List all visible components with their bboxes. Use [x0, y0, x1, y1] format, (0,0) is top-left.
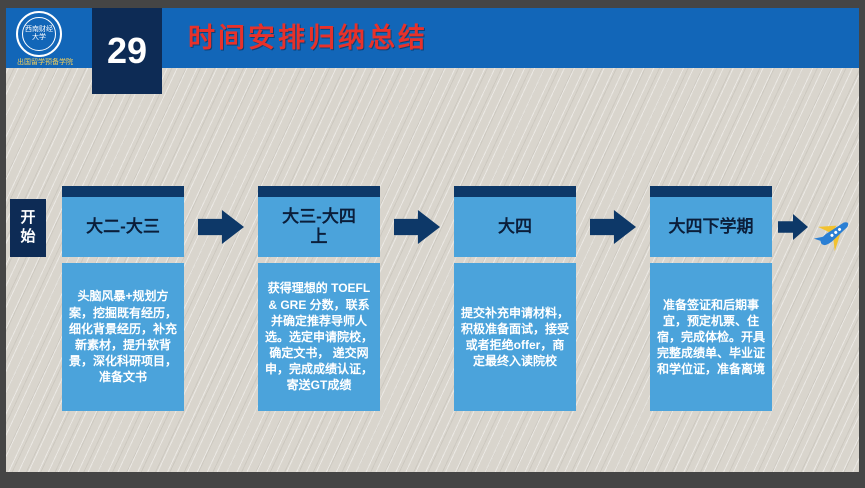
logo-subtitle: 出国留学预备学院 — [17, 59, 73, 66]
university-logo-emblem: 西南财经大学 — [22, 17, 56, 51]
slide: 西南财经大学 出国留学预备学院 时间安排归纳总结 29 开始 大二-大三 头脑风… — [6, 8, 859, 472]
stage-top-bar — [258, 186, 380, 197]
stage-3: 大四 提交补充申请材料，积极准备面试，接受或者拒绝offer，商定最终入读院校 — [454, 186, 576, 411]
stage-2: 大三-大四上 获得理想的 TOEFL & GRE 分数，联系并确定推荐导师人选。… — [258, 186, 380, 411]
airplane-icon — [812, 210, 858, 261]
stage-body: 头脑风暴+规划方案，挖掘既有经历，细化背景经历，补充新素材，提升软背景，深化科研… — [62, 263, 184, 411]
university-name: 西南财经大学 — [25, 25, 53, 41]
flow-start: 开始 — [10, 199, 46, 257]
stage-title: 大四 — [454, 197, 576, 257]
stage-title: 大二-大三 — [62, 197, 184, 257]
flow-arrow — [394, 210, 440, 244]
flow-arrow — [590, 210, 636, 244]
timeline-flowchart: 开始 大二-大三 头脑风暴+规划方案，挖掘既有经历，细化背景经历，补充新素材，提… — [6, 186, 859, 411]
stage-top-bar — [62, 186, 184, 197]
stage-1: 大二-大三 头脑风暴+规划方案，挖掘既有经历，细化背景经历，补充新素材，提升软背… — [62, 186, 184, 411]
flow-start-label: 开始 — [20, 209, 36, 245]
stage-4: 大四下学期 准备签证和后期事宜，预定机票、住宿，完成体检。开具完整成绩单、毕业证… — [650, 186, 772, 411]
stage-top-bar — [650, 186, 772, 197]
flow-arrow — [198, 210, 244, 244]
stage-title: 大四下学期 — [650, 197, 772, 257]
stage-title: 大三-大四上 — [258, 197, 380, 257]
stage-body: 准备签证和后期事宜，预定机票、住宿，完成体检。开具完整成绩单、毕业证和学位证，准… — [650, 263, 772, 411]
slide-title: 时间安排归纳总结 — [188, 23, 428, 53]
university-logo-icon: 西南财经大学 — [16, 11, 62, 57]
flow-arrow — [778, 214, 808, 240]
stage-body: 提交补充申请材料，积极准备面试，接受或者拒绝offer，商定最终入读院校 — [454, 263, 576, 411]
slide-number: 29 — [92, 8, 162, 94]
stage-body: 获得理想的 TOEFL & GRE 分数，联系并确定推荐导师人选。选定申请院校，… — [258, 263, 380, 411]
stage-top-bar — [454, 186, 576, 197]
